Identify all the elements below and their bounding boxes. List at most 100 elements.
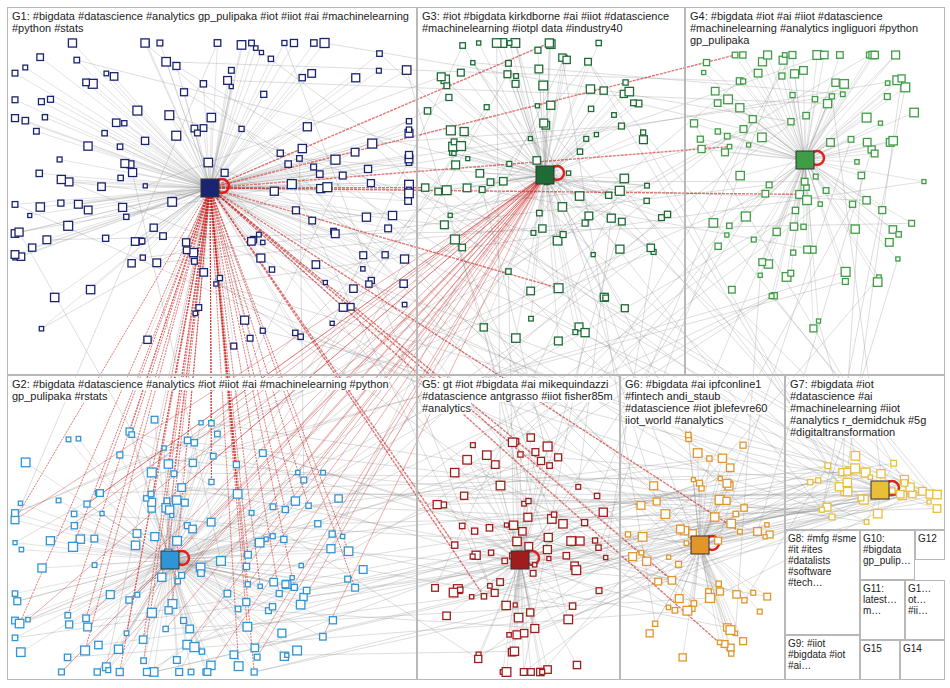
- vertex: [725, 233, 729, 237]
- vertex: [829, 94, 834, 99]
- heavy-tie: [255, 175, 545, 648]
- vertex: [481, 594, 486, 599]
- tie-line: [718, 160, 805, 246]
- vertex: [224, 77, 232, 85]
- vertex: [547, 557, 551, 561]
- vertex: [527, 287, 535, 295]
- vertex: [593, 538, 598, 543]
- vertex: [506, 269, 511, 274]
- heavy-tie: [210, 188, 254, 672]
- group-box: G15: [860, 640, 900, 680]
- vertex: [790, 92, 795, 97]
- vertex: [661, 510, 670, 519]
- vertex: [195, 130, 201, 136]
- tie-line: [210, 188, 335, 234]
- hub-vertex: [201, 179, 219, 197]
- vertex: [594, 493, 599, 498]
- vertex: [512, 80, 519, 87]
- vertex: [529, 316, 534, 321]
- vertex: [800, 67, 808, 75]
- vertex: [312, 261, 319, 268]
- vertex: [535, 104, 539, 108]
- vertex: [235, 606, 241, 612]
- vertex: [558, 203, 566, 211]
- tie-line: [15, 188, 210, 258]
- tie-line: [472, 466, 828, 597]
- vertex: [210, 453, 216, 459]
- vertex: [672, 608, 678, 614]
- vertex: [886, 239, 894, 247]
- vertex: [726, 464, 733, 471]
- vertex: [251, 644, 259, 652]
- vertex: [133, 530, 141, 538]
- vertex: [64, 654, 70, 660]
- tie-line: [15, 560, 170, 594]
- tie-line: [453, 147, 545, 175]
- vertex: [92, 563, 97, 568]
- vertex: [422, 184, 429, 191]
- tie-line: [77, 60, 210, 188]
- vertex: [514, 74, 519, 79]
- vertex: [12, 591, 17, 596]
- tie-line: [805, 160, 899, 234]
- tie-line: [25, 67, 210, 188]
- vertex: [293, 330, 298, 335]
- vertex: [513, 537, 521, 545]
- tie-line: [520, 560, 548, 670]
- vertex: [143, 184, 147, 188]
- vertex: [12, 510, 19, 517]
- vertex: [873, 278, 882, 287]
- vertex: [715, 537, 722, 544]
- vertex: [547, 101, 555, 109]
- vertex: [747, 143, 751, 147]
- vertex: [323, 280, 327, 284]
- vertex: [433, 501, 441, 509]
- vertex: [723, 479, 731, 487]
- tie-line: [98, 593, 494, 645]
- vertex: [106, 591, 114, 599]
- heavy-tie: [210, 188, 800, 194]
- heavy-tie: [210, 188, 211, 482]
- heavy-tie: [210, 188, 211, 482]
- heavy-tie: [87, 175, 545, 504]
- tie-line: [120, 146, 461, 672]
- tie-line: [437, 458, 722, 504]
- vertex: [804, 246, 811, 253]
- vertex: [385, 225, 392, 232]
- vertex: [117, 452, 123, 458]
- vertex: [139, 238, 144, 243]
- vertex: [117, 144, 122, 149]
- heavy-tie: [194, 175, 545, 443]
- vertex: [524, 513, 532, 521]
- group-label-text: G11: latest… m…: [863, 583, 897, 616]
- vertex: [891, 460, 897, 466]
- vertex: [683, 606, 692, 615]
- tie-line: [805, 55, 896, 160]
- tie-line: [467, 460, 520, 560]
- vertex: [277, 150, 283, 156]
- tie-line: [805, 160, 846, 272]
- vertex: [476, 170, 484, 178]
- heavy-tie: [211, 175, 545, 522]
- vertex: [607, 214, 615, 222]
- tie-line: [735, 275, 760, 633]
- vertex: [259, 450, 266, 457]
- tie-line: [210, 188, 388, 228]
- vertex: [566, 171, 570, 175]
- vertex: [514, 613, 522, 621]
- vertex: [309, 217, 316, 224]
- vertex: [38, 564, 46, 572]
- vertex: [245, 551, 252, 558]
- vertex: [270, 187, 278, 195]
- vertex: [463, 456, 472, 465]
- vertex: [577, 149, 582, 154]
- vertex: [164, 460, 172, 468]
- vertex: [38, 99, 44, 105]
- vertex: [306, 503, 311, 508]
- tie-line: [87, 504, 170, 560]
- vertex: [200, 269, 208, 277]
- group-label: G14: [901, 641, 944, 656]
- tie-line: [758, 149, 872, 531]
- vertex: [270, 504, 276, 510]
- vertex: [803, 196, 812, 205]
